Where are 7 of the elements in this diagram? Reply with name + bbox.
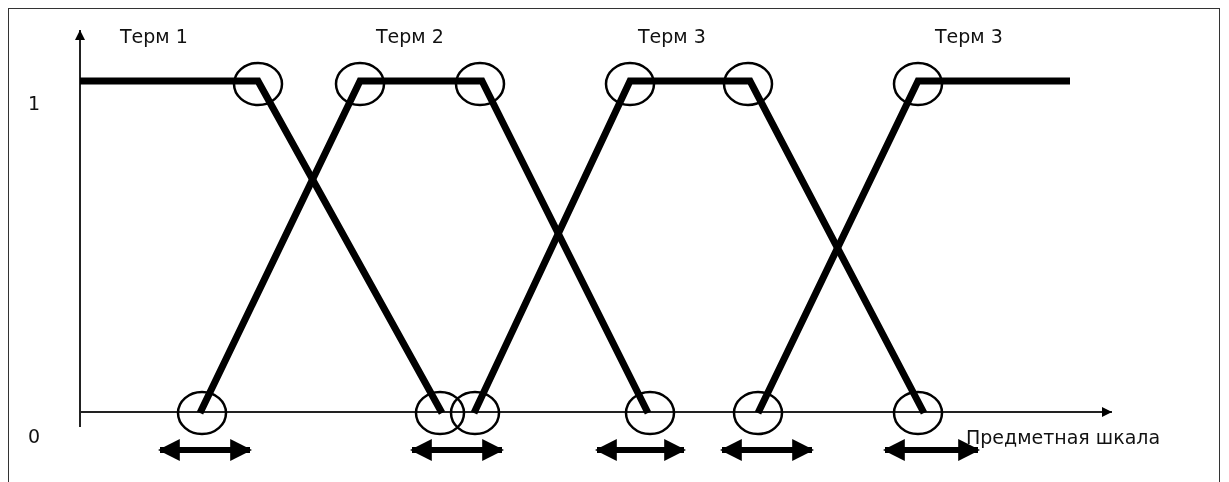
term-label: Терм 2 xyxy=(376,27,444,46)
term-label: Терм 3 xyxy=(935,27,1003,46)
term-label: Терм 1 xyxy=(120,27,188,46)
axis-tick-label: 1 xyxy=(28,94,41,113)
axis-title: Предметная шкала xyxy=(966,428,1161,447)
term-label: Терм 3 xyxy=(638,27,706,46)
axis-tick-label: 0 xyxy=(28,427,41,446)
